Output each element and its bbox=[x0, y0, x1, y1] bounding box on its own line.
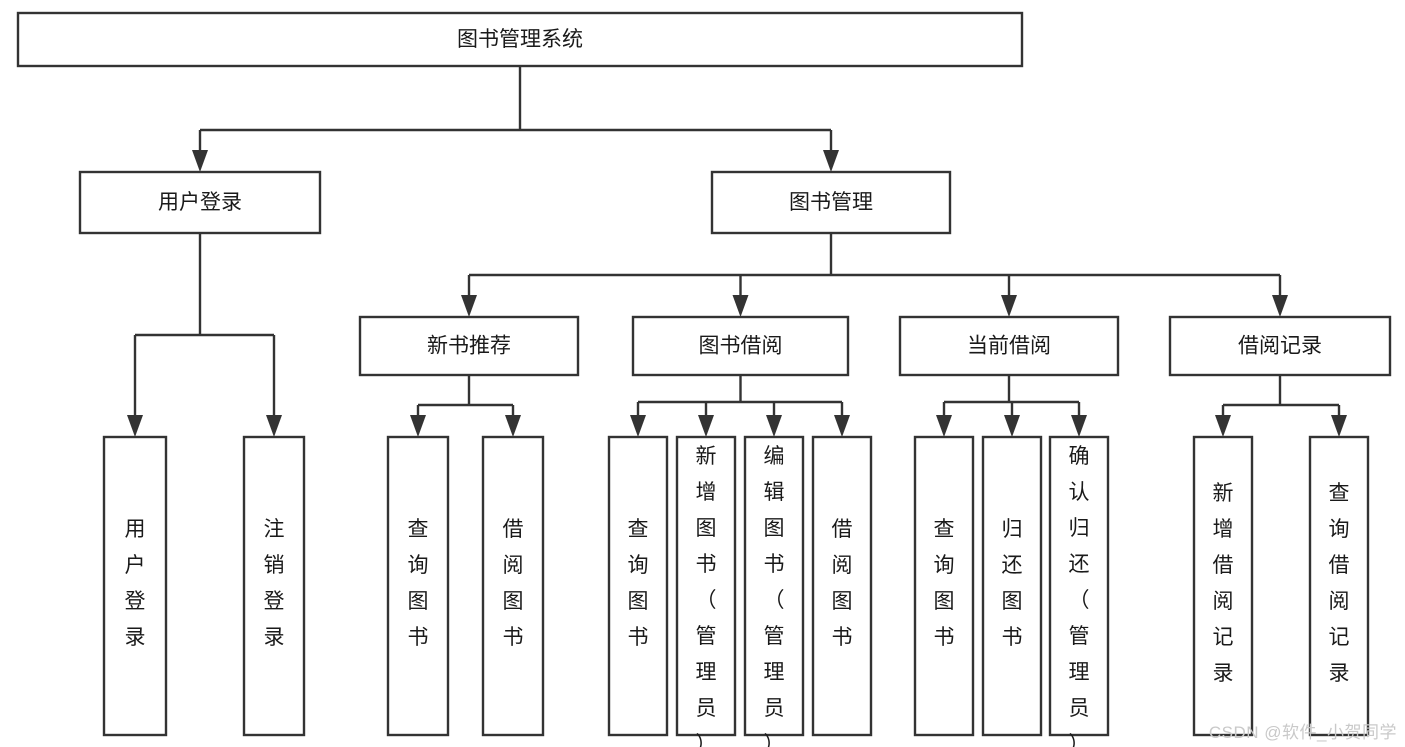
arrow-head-icon bbox=[1272, 295, 1288, 317]
arrow-head-icon bbox=[1331, 415, 1347, 437]
node-label: 注销登录 bbox=[264, 518, 285, 649]
arrow-head-icon bbox=[505, 415, 521, 437]
node-box bbox=[1192, 435, 1254, 737]
node-label: 查询图书 bbox=[628, 518, 649, 649]
node-label: 确认归还（管理员） bbox=[1069, 445, 1090, 747]
node-label: 图书借阅 bbox=[699, 335, 783, 358]
node-layer: 图书管理系统用户登录图书管理新书推荐图书借阅当前借阅借阅记录用户登录注销登录查询… bbox=[16, 11, 1392, 747]
arrow-head-icon bbox=[192, 150, 208, 172]
node-label: 图书管理系统 bbox=[457, 28, 583, 51]
node-box bbox=[386, 435, 450, 737]
node-box bbox=[631, 315, 850, 377]
connector-group-user-login bbox=[127, 233, 282, 437]
node-borrow-records[interactable]: 借阅记录 bbox=[1168, 315, 1392, 377]
arrow-head-icon bbox=[127, 415, 143, 437]
node-leaf-cb-query[interactable]: 查询图书 bbox=[913, 435, 975, 737]
node-label: 用户登录 bbox=[125, 518, 146, 649]
node-leaf-cb-return[interactable]: 归还图书 bbox=[981, 435, 1043, 737]
node-leaf-br-query[interactable]: 查询借阅记录 bbox=[1308, 435, 1370, 737]
arrow-head-icon bbox=[936, 415, 952, 437]
connector-layer bbox=[127, 66, 1347, 437]
node-leaf-bb-edit[interactable]: 编辑图书（管理员） bbox=[743, 435, 805, 747]
arrow-head-icon bbox=[1004, 415, 1020, 437]
node-leaf-cb-confirm[interactable]: 确认归还（管理员） bbox=[1048, 435, 1110, 747]
node-label: 当前借阅 bbox=[967, 335, 1051, 358]
node-label: 借阅图书 bbox=[503, 518, 524, 649]
node-box bbox=[242, 435, 306, 737]
connector-group-book-manage bbox=[461, 233, 1288, 317]
connector-group-new-books bbox=[410, 375, 521, 437]
node-leaf-user-logout[interactable]: 注销登录 bbox=[242, 435, 306, 737]
node-label: 查询借阅记录 bbox=[1329, 482, 1350, 685]
node-box bbox=[481, 435, 545, 737]
node-label: 用户登录 bbox=[158, 191, 242, 214]
node-leaf-bb-add[interactable]: 新增图书（管理员） bbox=[675, 435, 737, 747]
node-leaf-nb-query[interactable]: 查询图书 bbox=[386, 435, 450, 737]
node-leaf-br-add[interactable]: 新增借阅记录 bbox=[1192, 435, 1254, 737]
node-label: 借阅图书 bbox=[832, 518, 853, 649]
node-label: 编辑图书（管理员） bbox=[764, 445, 785, 747]
arrow-head-icon bbox=[1071, 415, 1087, 437]
node-label: 借阅记录 bbox=[1238, 335, 1322, 358]
connector-group-current-borrow bbox=[936, 375, 1087, 437]
arrow-head-icon bbox=[1215, 415, 1231, 437]
node-box bbox=[1048, 435, 1110, 737]
node-box bbox=[898, 315, 1120, 377]
node-label: 查询图书 bbox=[934, 518, 955, 649]
node-box bbox=[1168, 315, 1392, 377]
node-box bbox=[913, 435, 975, 737]
arrow-head-icon bbox=[766, 415, 782, 437]
node-box bbox=[16, 11, 1024, 68]
node-user-login[interactable]: 用户登录 bbox=[78, 170, 322, 235]
node-leaf-user-login[interactable]: 用户登录 bbox=[102, 435, 168, 737]
arrow-head-icon bbox=[1001, 295, 1017, 317]
node-leaf-bb-query[interactable]: 查询图书 bbox=[607, 435, 669, 737]
node-box bbox=[981, 435, 1043, 737]
node-label: 新书推荐 bbox=[427, 335, 511, 358]
node-box bbox=[675, 435, 737, 737]
node-label: 查询图书 bbox=[408, 518, 429, 649]
node-box bbox=[1308, 435, 1370, 737]
arrow-head-icon bbox=[410, 415, 426, 437]
node-label: 新增借阅记录 bbox=[1213, 482, 1234, 685]
node-label: 图书管理 bbox=[789, 191, 873, 214]
arrow-head-icon bbox=[266, 415, 282, 437]
arrow-head-icon bbox=[823, 150, 839, 172]
node-label: 归还图书 bbox=[1002, 518, 1023, 649]
arrow-head-icon bbox=[732, 295, 749, 317]
node-box bbox=[710, 170, 952, 235]
node-box bbox=[607, 435, 669, 737]
arrow-head-icon bbox=[698, 415, 714, 437]
node-box bbox=[743, 435, 805, 737]
node-leaf-nb-borrow[interactable]: 借阅图书 bbox=[481, 435, 545, 737]
arrow-head-icon bbox=[630, 415, 646, 437]
node-current-borrow[interactable]: 当前借阅 bbox=[898, 315, 1120, 377]
node-new-books[interactable]: 新书推荐 bbox=[358, 315, 580, 377]
node-leaf-bb-borrow[interactable]: 借阅图书 bbox=[811, 435, 873, 737]
node-box bbox=[78, 170, 322, 235]
connector-group-book-borrow bbox=[630, 375, 850, 437]
node-box bbox=[102, 435, 168, 737]
arrow-head-icon bbox=[834, 415, 850, 437]
arrow-head-icon bbox=[461, 295, 477, 317]
node-root[interactable]: 图书管理系统 bbox=[16, 11, 1024, 68]
watermark-text: CSDN @软件_小贺同学 bbox=[1208, 723, 1397, 742]
node-box bbox=[358, 315, 580, 377]
node-book-borrow[interactable]: 图书借阅 bbox=[631, 315, 850, 377]
node-book-manage[interactable]: 图书管理 bbox=[710, 170, 952, 235]
node-box bbox=[811, 435, 873, 737]
node-label: 新增图书（管理员） bbox=[696, 445, 717, 747]
connector-group-root bbox=[192, 66, 839, 172]
connector-group-borrow-records bbox=[1215, 375, 1347, 437]
